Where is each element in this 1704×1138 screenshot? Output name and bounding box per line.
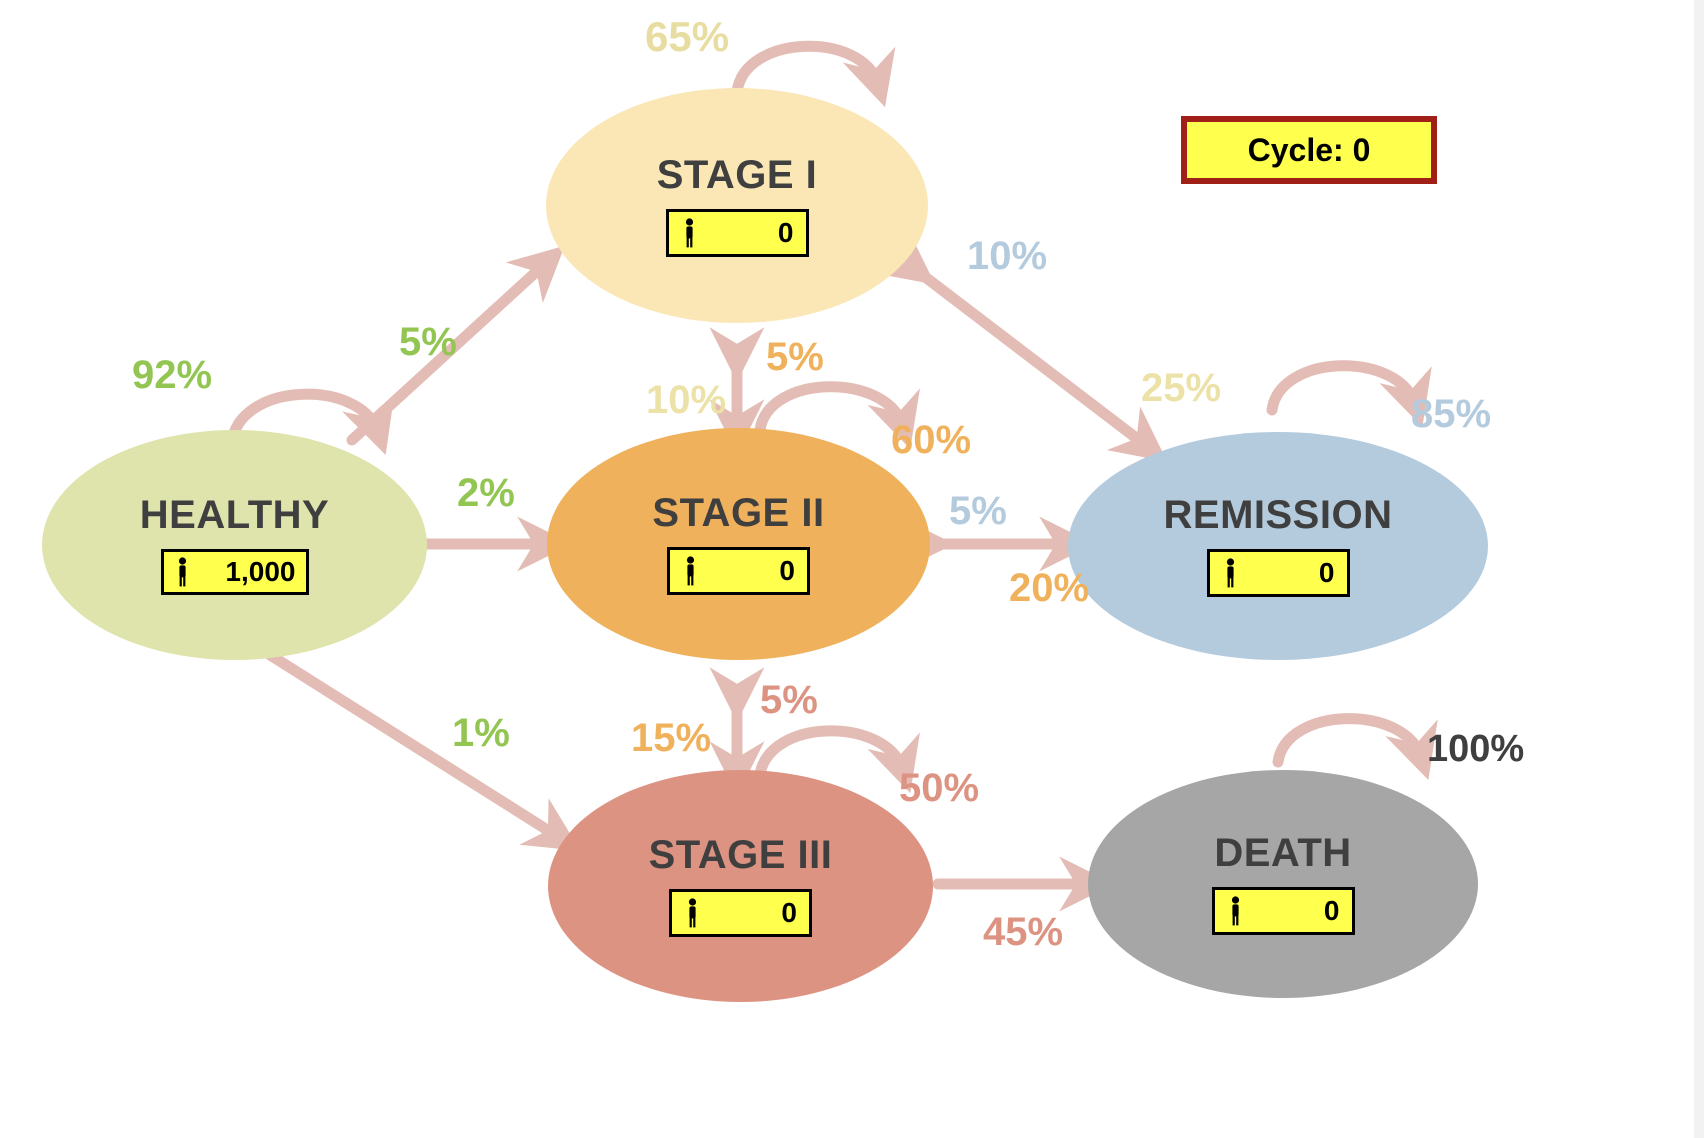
arrow-stage2-self xyxy=(754,381,920,450)
node-remission-counter[interactable]: 0 xyxy=(1206,549,1350,597)
label-remission-stage2: 5% xyxy=(949,489,1007,533)
node-stage2[interactable]: STAGE II 0 xyxy=(547,428,930,660)
node-stage1[interactable]: STAGE I 0 xyxy=(546,88,928,323)
label-healthy-stage3: 1% xyxy=(452,711,510,755)
node-stage3[interactable]: STAGE III 0 xyxy=(548,770,933,1002)
arrow-stage1-self xyxy=(731,40,896,108)
cycle-badge[interactable]: Cycle: 0 xyxy=(1181,116,1437,184)
arrow-remission-self xyxy=(1266,360,1432,428)
node-stage2-count: 0 xyxy=(779,555,795,586)
label-stage3-death: 45% xyxy=(983,910,1064,954)
node-death[interactable]: DEATH 0 xyxy=(1088,770,1478,998)
node-healthy[interactable]: HEALTHY 1,000 xyxy=(42,430,427,660)
person-icon xyxy=(688,898,697,928)
node-stage1-counter[interactable]: 0 xyxy=(665,208,809,257)
node-stage1-count: 0 xyxy=(777,216,794,248)
node-remission[interactable]: REMISSION 0 xyxy=(1068,432,1488,660)
node-stage2-counter[interactable]: 0 xyxy=(667,547,810,595)
label-stage1-stage2: 10% xyxy=(646,378,727,422)
person-icon xyxy=(1231,896,1239,926)
cycle-badge-label: Cycle: 0 xyxy=(1247,131,1371,168)
arrow-healthy-stage3 xyxy=(261,647,581,851)
node-death-label: DEATH xyxy=(1214,831,1352,875)
label-stage3-self: 50% xyxy=(899,766,980,810)
arrow-stage3-self xyxy=(754,725,920,794)
label-stage2-stage3: 15% xyxy=(631,716,712,760)
label-death-self: 100% xyxy=(1427,728,1525,770)
person-icon xyxy=(178,557,186,587)
node-stage1-label: STAGE I xyxy=(656,152,818,197)
node-healthy-label: HEALTHY xyxy=(139,493,330,537)
node-stage3-label: STAGE III xyxy=(648,833,833,877)
node-remission-count: 0 xyxy=(1318,557,1335,588)
arrow-death-self xyxy=(1272,713,1438,781)
node-remission-label: REMISSION xyxy=(1163,493,1393,537)
right-edge-strip xyxy=(1694,0,1704,1138)
label-healthy-stage1: 5% xyxy=(399,320,457,364)
node-stage2-label: STAGE II xyxy=(652,491,825,535)
label-stage1-self: 65% xyxy=(645,13,730,60)
node-healthy-counter[interactable]: 1,000 xyxy=(160,549,309,595)
label-healthy-self: 92% xyxy=(132,353,213,397)
node-death-count: 0 xyxy=(1323,895,1340,926)
person-icon xyxy=(1226,558,1234,588)
person-icon xyxy=(686,556,695,586)
label-stage2-remission: 20% xyxy=(1009,566,1090,610)
label-stage3-stage2: 5% xyxy=(760,678,818,722)
label-stage2-self: 60% xyxy=(891,418,972,462)
label-healthy-stage2: 2% xyxy=(457,471,515,515)
node-death-counter[interactable]: 0 xyxy=(1211,887,1355,935)
node-stage3-counter[interactable]: 0 xyxy=(669,889,812,937)
person-icon xyxy=(685,217,693,247)
label-stage2-stage1: 5% xyxy=(766,335,824,379)
label-remission-stage1: 10% xyxy=(967,234,1048,278)
node-stage3-count: 0 xyxy=(781,897,797,928)
label-remission-self: 85% xyxy=(1411,392,1492,436)
label-stage1-remission: 25% xyxy=(1141,366,1222,410)
node-healthy-count: 1,000 xyxy=(225,556,296,587)
